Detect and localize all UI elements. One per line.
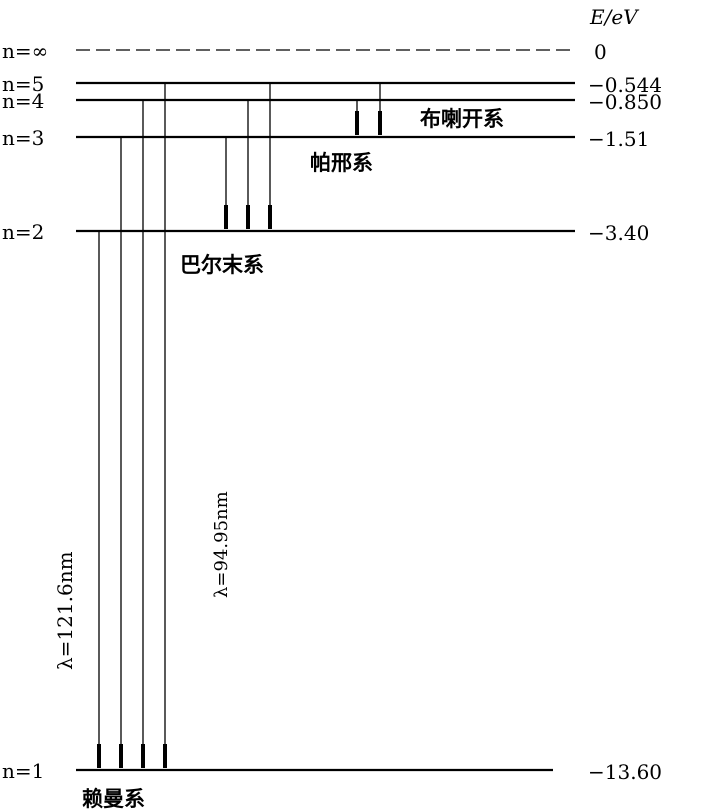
- energy-value: 0: [594, 40, 607, 64]
- energy-value: −1.51: [588, 127, 649, 151]
- level-label: n=3: [2, 126, 44, 150]
- arrow-head-icon: [163, 744, 167, 768]
- series-label-brackett: 布喇开系: [420, 107, 504, 131]
- series-label-paschen: 帕邢系: [310, 151, 373, 175]
- energy-levels: n=∞ 0 n=5 −0.544 n=4 −0.850 n=3 −1.51 n=2 −3.40 n=…: [2, 39, 662, 784]
- arrow-head-icon: [141, 744, 145, 768]
- energy-value: −13.60: [588, 760, 662, 784]
- arrow-head-icon: [246, 205, 250, 229]
- arrow-head-icon: [224, 205, 228, 229]
- level-label: n=5: [2, 72, 44, 96]
- series-label-lyman: 赖曼系: [82, 787, 145, 811]
- arrow-head-icon: [97, 744, 101, 768]
- series-label-balmer: 巴尔末系: [180, 253, 264, 277]
- arrow-head-icon: [355, 111, 359, 135]
- energy-value: −0.544: [588, 73, 662, 97]
- wavelength-label-lyman-alpha: λ=121.6nm: [53, 551, 77, 670]
- wavelength-label-lyman-5-1: λ=94.95nm: [211, 491, 232, 598]
- level-label: n=∞: [2, 39, 48, 63]
- energy-value: −0.850: [588, 90, 662, 114]
- energy-value: −3.40: [588, 221, 649, 245]
- transitions: [97, 83, 382, 768]
- axis-label: E/eV: [589, 5, 640, 29]
- arrow-head-icon: [268, 205, 272, 229]
- level-label: n=1: [2, 759, 44, 783]
- level-label: n=2: [2, 220, 44, 244]
- arrow-head-icon: [378, 111, 382, 135]
- arrow-head-icon: [119, 744, 123, 768]
- level-label: n=4: [2, 89, 44, 113]
